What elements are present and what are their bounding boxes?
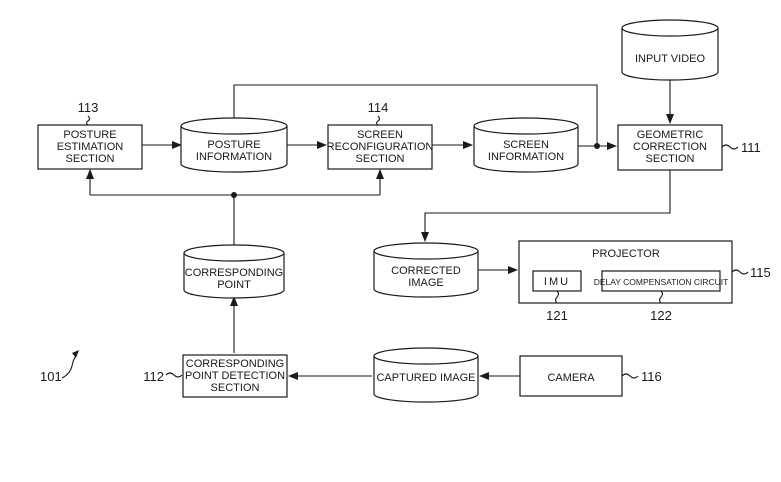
corrected-image-line-2: IMAGE [408,277,443,289]
camera-label: CAMERA [547,372,595,384]
ref-leader-112 [165,372,183,378]
posture-estimation-ref: 113 [78,100,99,115]
corrected-image-line-1: CORRECTED [391,265,461,277]
ref-leader-114 [375,115,381,126]
detection-ref: 112 [143,369,164,384]
ref-leader-111 [721,144,739,150]
delay-compensation-block: DELAY COMPENSATION CIRCUIT 122 [594,270,729,323]
projector-label: PROJECTOR [592,248,660,260]
screen-information-line-2: INFORMATION [488,151,564,163]
corresponding-point-storage: CORRESPONDING POINT [183,244,285,299]
ref-leader-122 [658,290,664,304]
geometric-correction-line-1: GEOMETRIC [637,129,704,141]
delay-compensation-label: DELAY COMPENSATION CIRCUIT [594,277,729,287]
posture-estimation-line-3: SECTION [66,153,115,165]
imu-ref: 121 [546,308,568,323]
screen-reconfiguration-ref: 114 [368,100,389,115]
ref-leader-116 [621,373,639,379]
screen-reconfiguration-line-1: SCREEN [357,129,403,141]
input-video-storage: INPUT VIDEO [621,19,719,81]
corresponding-point-detection-section: CORRESPONDING POINT DETECTION SECTION 11… [143,354,288,398]
junction-dot-geometric [594,143,600,149]
system-ref-arrowhead [72,350,79,358]
corresponding-point-line-1: CORRESPONDING [185,267,283,279]
posture-estimation-section: POSTURE ESTIMATION SECTION 113 [37,100,143,170]
screen-information-line-1: SCREEN [503,139,549,151]
geometric-correction-line-2: CORRECTION [633,141,707,153]
posture-information-line-1: POSTURE [207,139,260,151]
imu-label: IMU [544,276,570,288]
posture-information-storage: POSTURE INFORMATION [180,117,288,173]
delay-compensation-ref: 122 [650,308,672,323]
geometric-correction-ref: 111 [741,140,761,155]
ref-leader-113 [85,115,91,126]
posture-information-line-2: INFORMATION [196,151,272,163]
geometric-correction-line-3: SECTION [646,153,695,165]
system-ref-leader [61,355,77,379]
geometric-correction-section: GEOMETRIC CORRECTION SECTION 111 [617,124,761,171]
system-ref-group: 101 [40,350,79,384]
screen-reconfiguration-line-3: SECTION [356,153,405,165]
detection-line-3: SECTION [211,382,260,394]
arrow-geometric-to-corrected [421,170,671,242]
camera-block: CAMERA 116 [519,355,662,397]
detection-line-2: POINT DETECTION [185,370,285,382]
captured-image-label: CAPTURED IMAGE [376,372,475,384]
connectors [86,77,674,380]
camera-ref: 116 [641,369,662,384]
posture-estimation-line-1: POSTURE [63,129,116,141]
corresponding-point-line-2: POINT [217,279,251,291]
imu-block: IMU 121 [532,270,582,323]
captured-image-storage: CAPTURED IMAGE [373,347,479,403]
projector-ref: 115 [750,265,771,280]
screen-information-storage: SCREEN INFORMATION [473,117,579,173]
ref-leader-121 [554,290,560,304]
system-ref: 101 [40,369,62,384]
projector-block: PROJECTOR 115 IMU 121 DELAY COMPENSATION… [518,240,771,323]
input-video-label: INPUT VIDEO [635,53,706,65]
ref-leader-115 [731,269,749,275]
line-posture-info-to-geometric [233,84,598,146]
screen-reconfiguration-line-2: RECONFIGURATION [327,141,434,153]
screen-reconfiguration-section: SCREEN RECONFIGURATION SECTION 114 [327,100,434,170]
detection-line-1: CORRESPONDING [186,358,284,370]
corrected-image-storage: CORRECTED IMAGE [373,242,479,298]
posture-estimation-line-2: ESTIMATION [57,141,123,153]
junction-dot-feedback [231,192,237,198]
